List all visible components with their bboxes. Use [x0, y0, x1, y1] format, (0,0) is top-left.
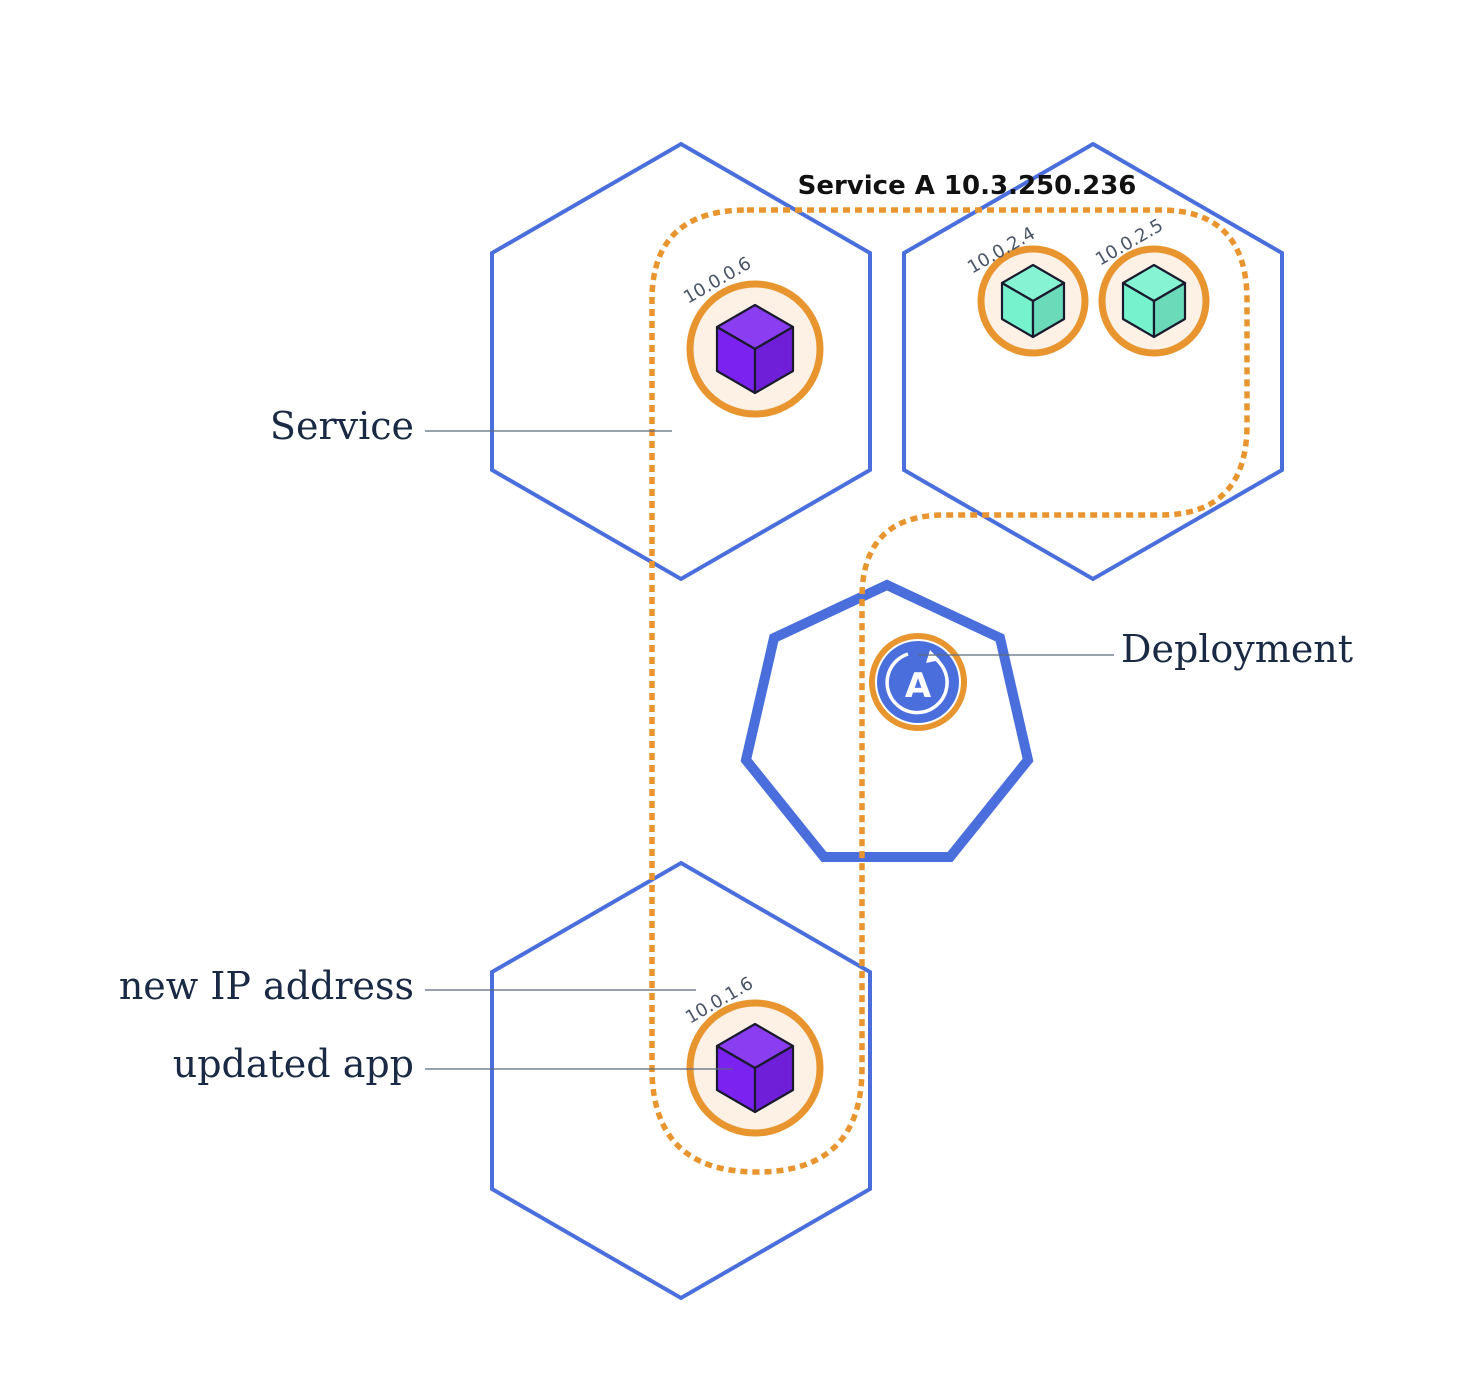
- label-new-ip-address: new IP address: [119, 964, 414, 1008]
- label-service: Service: [270, 404, 414, 448]
- deployment-icon: A: [869, 633, 967, 731]
- refresh-arc-icon: [885, 652, 949, 715]
- cube-icon: [715, 303, 795, 395]
- label-deployment: Deployment: [1121, 627, 1353, 671]
- pod-10-0-0-6: 10.0.0.6: [680, 253, 824, 418]
- pod-10-0-2-5: 10.0.2.5: [1092, 215, 1210, 357]
- service-title: Service A 10.3.250.236: [798, 171, 1137, 201]
- refresh-arrow-icon: [926, 650, 940, 663]
- pod-10-0-2-4: 10.0.2.4: [964, 223, 1089, 357]
- label-updated-app: updated app: [173, 1042, 414, 1086]
- deployment-heptagon: [740, 579, 1034, 862]
- service-boundary: [649, 207, 1250, 1175]
- pod-10-0-1-6: 10.0.1.6: [682, 973, 824, 1137]
- node-top-right: [902, 141, 1284, 582]
- node-bottom: [490, 860, 872, 1301]
- cube-icon: [715, 1022, 795, 1114]
- cube-icon: [1000, 263, 1066, 339]
- cube-icon: [1121, 263, 1187, 339]
- deployment-letter: A: [905, 666, 932, 706]
- node-top-left: [490, 141, 872, 582]
